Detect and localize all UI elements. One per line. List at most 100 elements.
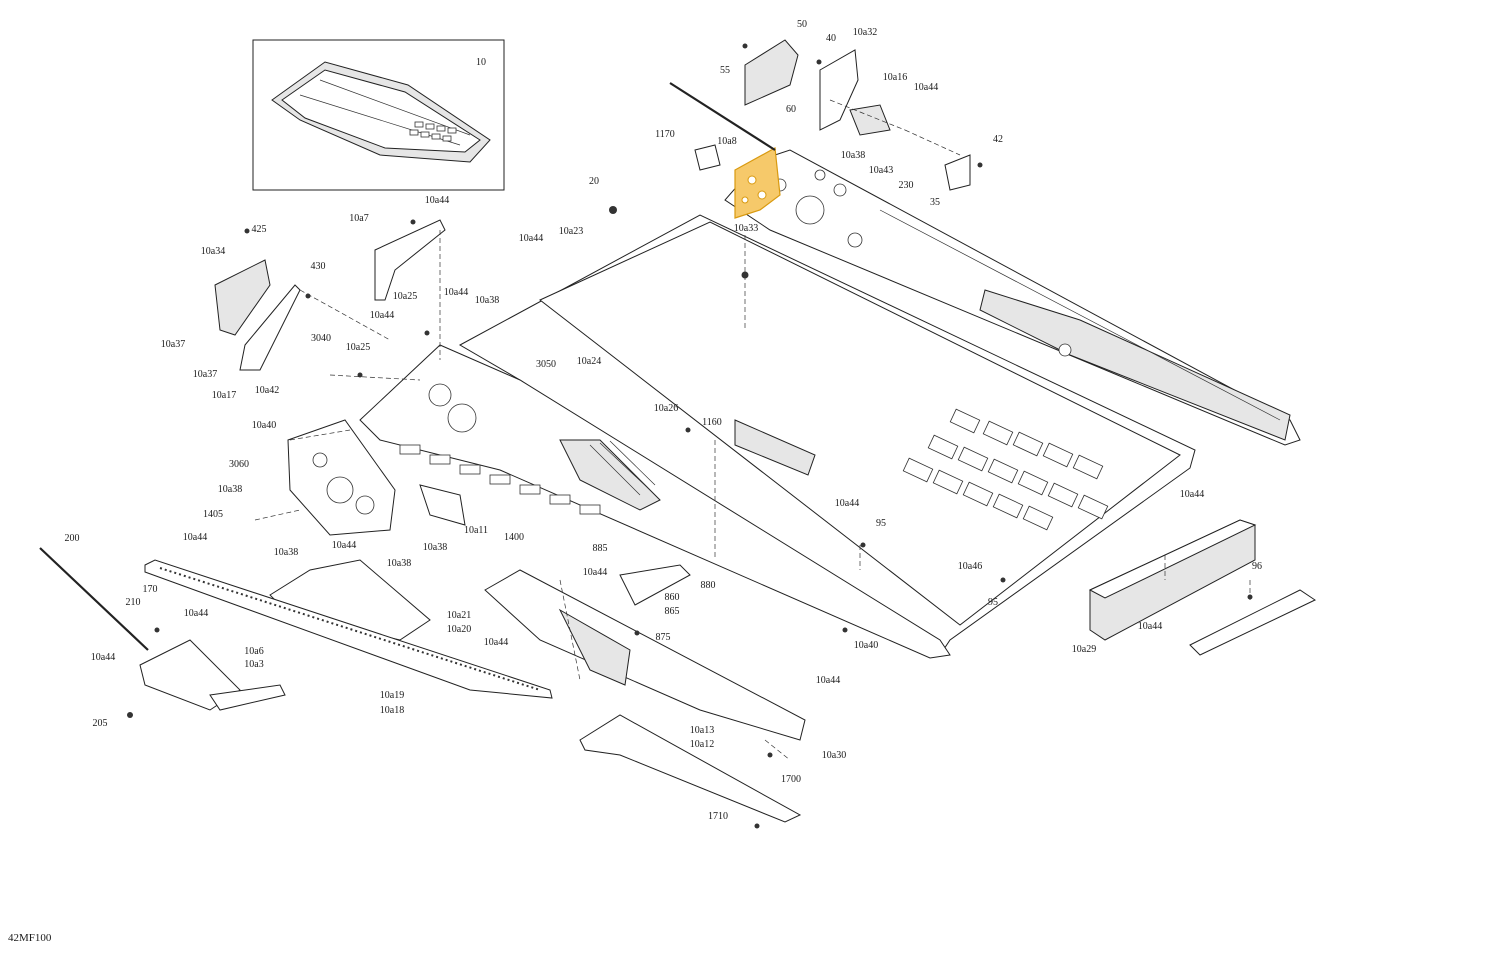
part-label: 10a44	[332, 540, 356, 551]
part-label: 20	[589, 176, 599, 187]
part-label: 10a29	[1072, 644, 1096, 655]
left-lever-assembly	[39, 547, 286, 711]
part-label: 10a25	[393, 291, 417, 302]
part-label: 1400	[504, 532, 524, 543]
part-label: 10a19	[380, 690, 404, 701]
center-bottom-rails	[484, 564, 806, 823]
right-rear-parts	[1088, 519, 1317, 656]
part-label: 10a21	[447, 610, 471, 621]
part-label: 96	[1252, 561, 1262, 572]
part-label: 10a7	[349, 213, 368, 224]
part-label: 10a44	[816, 675, 840, 686]
part-label: 3060	[229, 459, 249, 470]
part-label: 10a40	[252, 420, 276, 431]
part-label: 10a44	[425, 195, 449, 206]
part-label: 10a6	[244, 646, 263, 657]
part-label: 10a38	[387, 558, 411, 569]
part-label: 170	[143, 584, 158, 595]
part-label: 10a30	[822, 750, 846, 761]
part-label: 10a44	[835, 498, 859, 509]
bottom-strip	[144, 559, 553, 699]
part-label: 10a23	[559, 226, 583, 237]
part-label: 1710	[708, 811, 728, 822]
part-label: 10a44	[1138, 621, 1162, 632]
part-label: 210	[126, 597, 141, 608]
part-label: 230	[899, 180, 914, 191]
part-label: 425	[252, 224, 267, 235]
part-label: 10a46	[958, 561, 982, 572]
part-label: 10a44	[1180, 489, 1204, 500]
part-label: 860	[665, 592, 680, 603]
part-label: 10a17	[212, 390, 236, 401]
part-label: 10a38	[475, 295, 499, 306]
part-label: 10a18	[380, 705, 404, 716]
part-label: 10a44	[583, 567, 607, 578]
part-label: 10a44	[91, 652, 115, 663]
part-label: 40	[826, 33, 836, 44]
part-label: 10a37	[161, 339, 185, 350]
part-label: 10a32	[853, 27, 877, 38]
part-label: 10a16	[883, 72, 907, 83]
part-label: 10a43	[869, 165, 893, 176]
part-label: 875	[656, 632, 671, 643]
part-label: 10a12	[690, 739, 714, 750]
part-label: 10a37	[193, 369, 217, 380]
part-label: 10a44	[183, 532, 207, 543]
part-label: 205	[93, 718, 108, 729]
part-label: 10a38	[841, 150, 865, 161]
right-side-rail	[724, 149, 1301, 446]
part-label: 1700	[781, 774, 801, 785]
part-label: 200	[65, 533, 80, 544]
part-label: 10a25	[346, 342, 370, 353]
part-label: 10a13	[690, 725, 714, 736]
part-label: 10a20	[447, 624, 471, 635]
part-label: 95	[876, 518, 886, 529]
tunnel-vent-cutouts	[902, 408, 1109, 531]
part-label: 10a44	[484, 637, 508, 648]
small-parts-top-right	[694, 39, 971, 191]
part-label: 10a34	[201, 246, 225, 257]
part-label: 885	[593, 543, 608, 554]
diagram-code: 42MF100	[8, 932, 52, 944]
part-label: 10a42	[255, 385, 279, 396]
part-label: 55	[720, 65, 730, 76]
fasteners	[127, 43, 1253, 829]
part-label: 10a11	[464, 525, 488, 536]
part-label: 1170	[655, 129, 675, 140]
part-number-labels: 50 40 10a32 55 60 10a16 10a44 1170 10a8 10a38 42 10…	[65, 19, 1263, 822]
assembly-lines	[254, 99, 1251, 761]
part-label: 10a24	[577, 356, 601, 367]
part-label: 865	[665, 606, 680, 617]
part-label: 10a44	[914, 82, 938, 93]
part-label: 10a38	[423, 542, 447, 553]
part-label: 10a38	[274, 547, 298, 558]
part-label: 3050	[536, 359, 556, 370]
part-label: 42	[993, 134, 1003, 145]
part-label: 10a44	[370, 310, 394, 321]
shaft-rod-top	[669, 82, 776, 151]
part-label: 35	[930, 197, 940, 208]
part-label: 10a26	[654, 403, 678, 414]
part-label: 10a44	[519, 233, 543, 244]
part-label: 10a40	[854, 640, 878, 651]
inset-label: 10	[476, 57, 486, 68]
highlighted-part-10a8	[734, 147, 781, 219]
part-label: 10a44	[184, 608, 208, 619]
part-label: 10a8	[717, 136, 736, 147]
left-side-rail	[359, 344, 951, 659]
part-label: 10a33	[734, 223, 758, 234]
part-label: 50	[797, 19, 807, 30]
part-label: 880	[701, 580, 716, 591]
front-left-brackets	[214, 219, 466, 641]
inset-frame-overview: 10	[252, 39, 505, 191]
part-label: 10a3	[244, 659, 263, 670]
part-label: 430	[311, 261, 326, 272]
part-label: 1405	[203, 509, 223, 520]
part-label: 3040	[311, 333, 331, 344]
part-label: 1160	[702, 417, 722, 428]
part-label: 60	[786, 104, 796, 115]
part-label: 10a38	[218, 484, 242, 495]
tunnel-top-plate	[458, 214, 1196, 656]
part-label: 95	[988, 597, 998, 608]
